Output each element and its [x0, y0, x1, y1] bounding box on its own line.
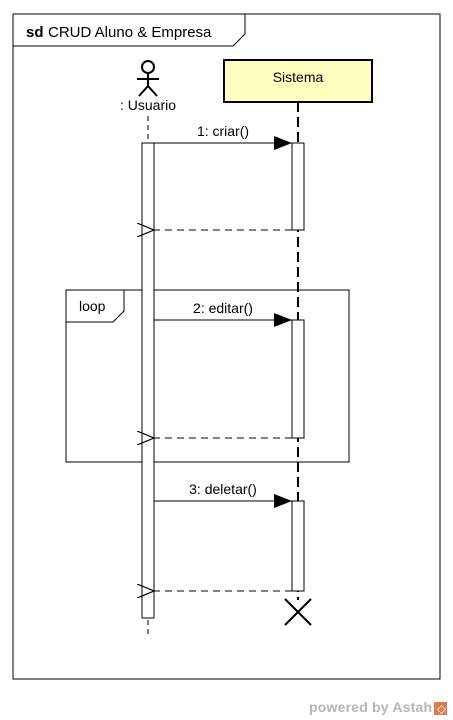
frame-title: CRUD Aluno & Empresa	[48, 24, 212, 41]
loop-operator-tab	[66, 290, 125, 323]
astah-watermark: powered by Astah	[309, 697, 448, 717]
actor-activation-bar	[141, 142, 155, 619]
astah-logo-icon	[434, 701, 448, 715]
system-activation-bar	[291, 500, 305, 592]
system-activation-bar	[291, 142, 305, 231]
diagram-frame	[12, 13, 441, 680]
watermark-text: powered by Astah	[309, 699, 433, 715]
frame-keyword: sd	[26, 24, 44, 41]
system-activation-bar	[291, 319, 305, 439]
actor-label: : Usuario	[120, 97, 176, 113]
system-lifeline-label: Sistema	[273, 69, 324, 85]
message-label: 1: criar()	[197, 123, 249, 139]
actor-icon	[137, 60, 159, 97]
message-label: 3: deletar()	[189, 481, 257, 497]
loop-fragment	[65, 289, 350, 463]
frame-name-tab	[13, 14, 246, 47]
loop-operator-label: loop	[79, 298, 106, 314]
system-lifeline-box	[223, 59, 373, 103]
destroy-icon	[284, 598, 312, 626]
message-label: 2: editar()	[193, 300, 253, 316]
